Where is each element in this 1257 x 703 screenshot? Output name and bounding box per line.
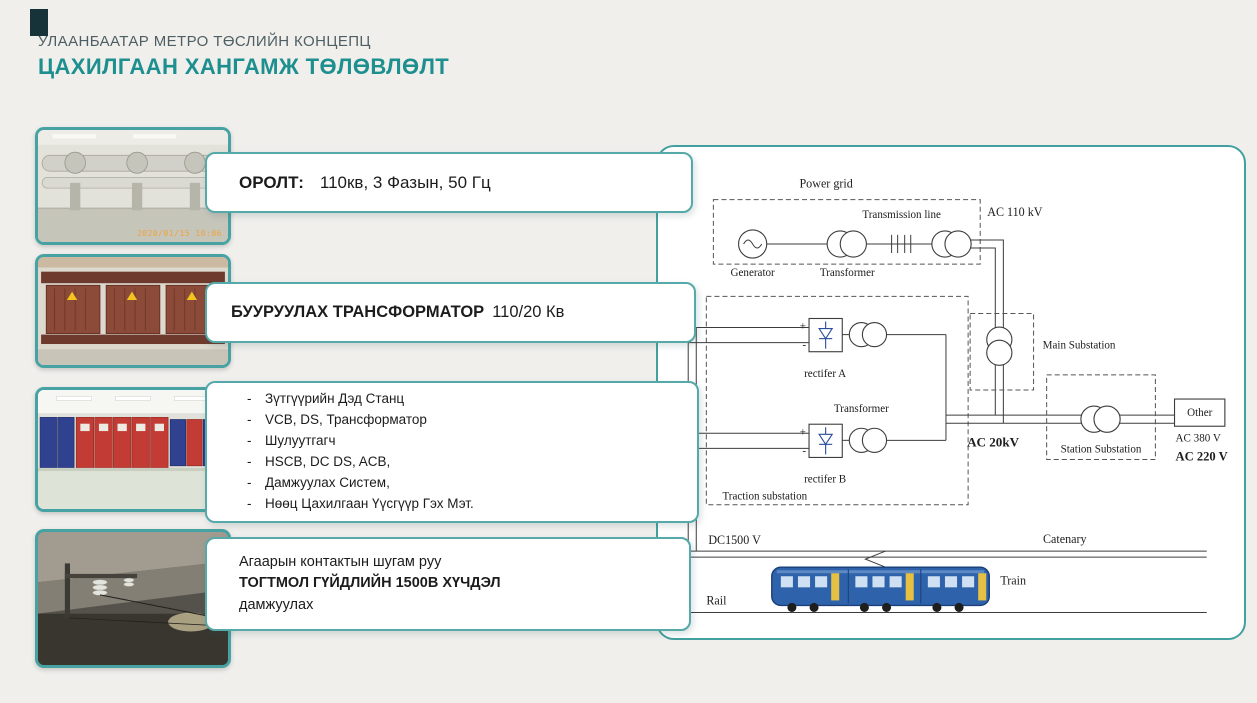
step-down-value: 110/20 Кв [492,303,565,321]
plus-sign-b: + [800,426,806,438]
label-main-substation: Main Substation [1043,340,1116,352]
label-power-grid: Power grid [799,177,852,191]
callout-input-power: ОРОЛТ: 110кв, 3 Фазын, 50 Гц [205,152,693,213]
main-substation-box [969,312,1035,391]
callout-step-down-transformer: БУУРУУЛАХ ТРАНСФОРМАТОР 110/20 Кв [205,282,696,343]
train-illustration [771,566,990,612]
label-other: Other [1187,407,1213,419]
catenary-line1: Агаарын контактын шугам руу [239,554,442,571]
label-rail: Rail [706,593,727,607]
grid-transformer-symbol [826,230,867,258]
plus-sign-a: + [800,321,806,333]
label-train: Train [1000,573,1026,587]
step-down-label: БУУРУУЛАХ ТРАНСФОРМАТОР [231,303,485,321]
bullet: - [247,495,252,511]
photo-transformer [35,254,231,368]
page-title: ЦАХИЛГААН ХАНГАМЖ ТӨЛӨВЛӨЛТ [38,54,450,79]
station-substation-transformer-symbol [1080,405,1121,433]
bullet: - [247,433,252,449]
bullet: - [247,391,252,407]
label-ac-220v: AC 220 V [1176,449,1228,463]
list-item: -Шулуутгагч [247,431,697,452]
switchgear-illustration [38,390,228,509]
generator-symbol [737,229,768,259]
photo-gis-substation: 2020/01/15 10:06 [35,127,231,245]
rectifier-a-symbol [808,317,843,353]
main-substation-transformer-symbol [986,326,1013,366]
label-transmission-line: Transmission line [862,209,941,221]
minus-sign-a: - [802,340,806,352]
slide-kicker: УЛААНБААТАР МЕТРО ТӨСЛИЙН КОНЦЕПЦ [38,33,371,50]
input-label: ОРОЛТ: [239,172,304,192]
label-ac-110kv: AC 110 kV [987,205,1043,219]
label-ac-20kv: AC 20kV [967,434,1020,449]
label-traction-transformer: Transformer [834,403,889,415]
other-load-box [1173,398,1226,427]
label-rectifer-b: rectifer B [804,474,846,486]
label-traction-substation: Traction substation [722,491,807,503]
traction-substation-box [705,295,969,506]
label-ac-380v: AC 380 V [1176,432,1221,444]
photo-tunnel-catenary [35,529,231,668]
minus-sign-b: - [802,445,806,457]
label-generator: Generator [731,267,776,279]
bullet: - [247,474,252,490]
list-item: -Зүтгүүрийн Дэд Станц [247,389,697,410]
transformer-illustration [38,257,228,365]
list-item: -HSCB, DC DS, ACB, [247,452,697,473]
catenary-line2: ТОГТМОЛ ГҮЙДЛИЙН 1500В ХҮЧДЭЛ [239,575,501,592]
callout-traction-substation-list: -Зүтгүүрийн Дэд Станц -VCB, DS, Трансфор… [205,381,699,523]
list-item: -Дамжуулах Систем, [247,473,697,494]
callout-dc-catenary: Агаарын контактын шугам руу ТОГТМОЛ ГҮЙД… [205,537,691,631]
photo-switchgear-room [35,387,231,512]
label-station-substation: Station Substation [1061,443,1142,455]
power-diagram-panel: Power grid Transmission line Generator T… [656,145,1246,640]
list-item: -VCB, DS, Трансформатор [247,410,697,431]
gis-substation-illustration [38,130,228,242]
rectifier-b-symbol [808,423,843,458]
photo-timestamp: 2020/01/15 10:06 [136,229,222,238]
bullet: - [247,412,252,428]
tunnel-illustration [38,532,228,665]
list-item: -Нөөц Цахилгаан Үүсгүүр Гэх Мэт. [247,494,697,515]
catenary-line3: дамжуулах [239,596,314,613]
label-catenary: Catenary [1043,532,1087,546]
label-rectifer-a: rectifer A [804,368,846,380]
traction-transformer-b-symbol [848,427,888,453]
label-dc-1500v: DC1500 V [708,533,761,547]
transmission-line-symbol [891,234,912,254]
bullet: - [247,454,252,469]
power-grid-box [712,199,981,265]
grid-transformer-symbol-2 [931,230,972,258]
corner-accent-block [30,9,48,36]
traction-transformer-a-symbol [848,321,888,348]
pantograph-symbol [864,550,886,568]
label-grid-transformer: Transformer [820,267,875,279]
input-value: 110кв, 3 Фазын, 50 Гц [319,172,491,192]
power-supply-schematic: Power grid Transmission line Generator T… [686,177,1228,614]
